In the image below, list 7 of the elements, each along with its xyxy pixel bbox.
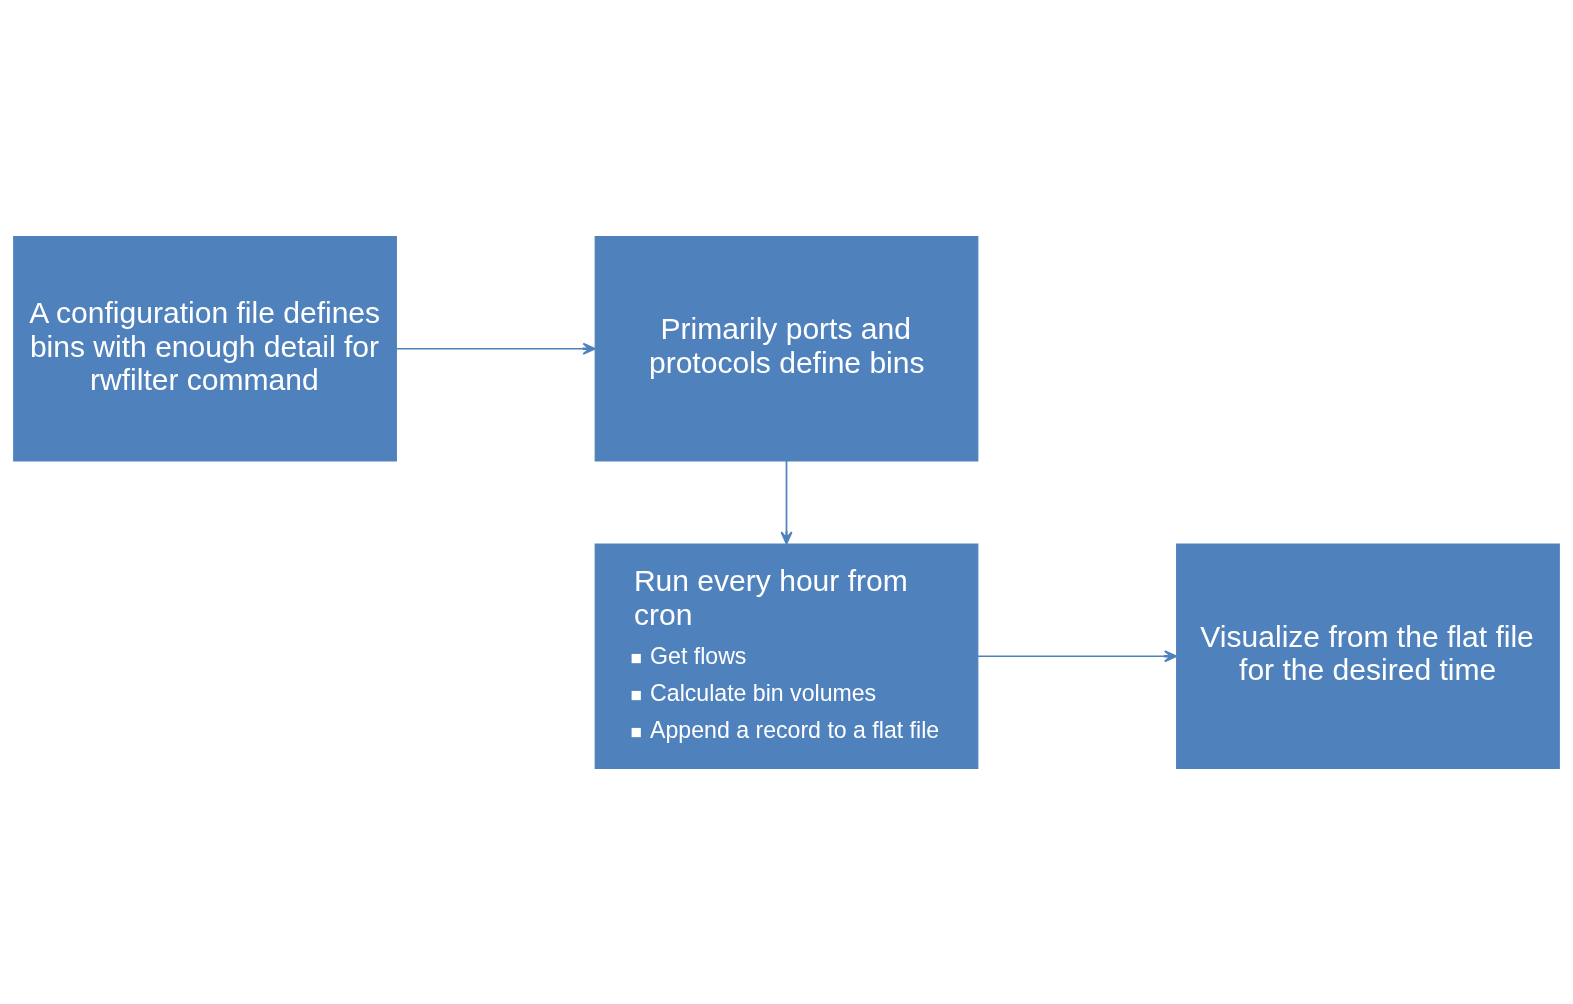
arrow bbox=[780, 459, 793, 544]
node-box: Run every hour from cron Get flows Calculate bin volumes Append a record to a flat file bbox=[594, 543, 979, 769]
node-box: Primarily ports and protocols define bins bbox=[594, 235, 979, 461]
node-box: A configuration file defines bins with enough detail for rwfilter command bbox=[13, 235, 397, 461]
arrow bbox=[395, 342, 596, 355]
arrow bbox=[977, 649, 1178, 662]
node-box: Visualize from the flat file for the desired time bbox=[1176, 543, 1560, 769]
